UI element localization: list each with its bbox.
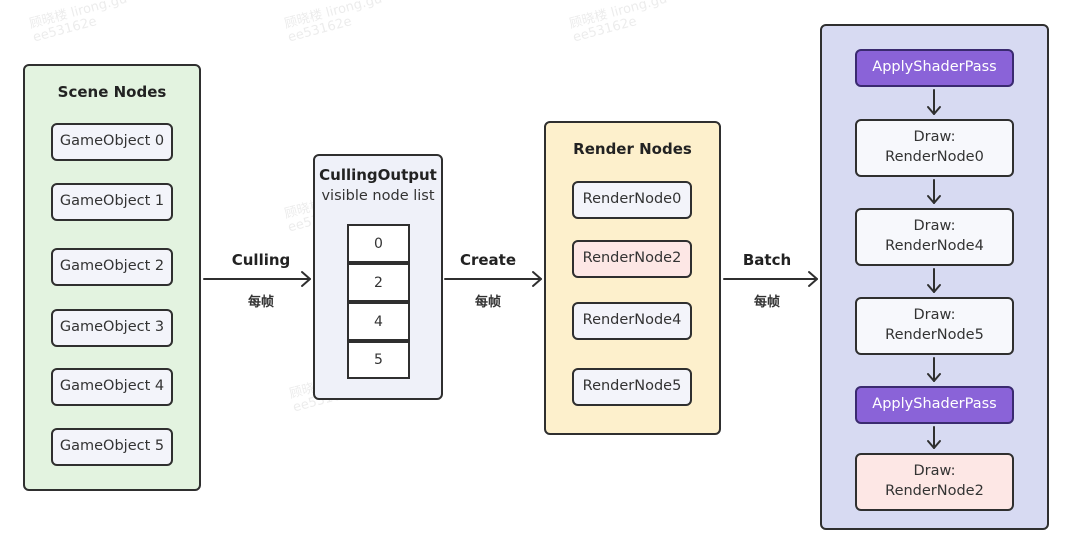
draw-label: Draw:	[913, 218, 956, 235]
draw-target: RenderNode2	[885, 483, 984, 499]
apply-shader-pass-1-node[interactable]: ApplyShaderPass	[855, 49, 1014, 87]
visible-node-cell[interactable]: 0	[347, 224, 410, 263]
visible-node-cell[interactable]: 5	[347, 341, 410, 379]
apply-shader-pass-2-node[interactable]: ApplyShaderPass	[855, 386, 1014, 424]
batch-edge-label: Batch	[742, 251, 792, 269]
gameobject-4-node[interactable]: GameObject 4	[51, 368, 173, 406]
visible-node-cell[interactable]: 2	[347, 263, 410, 302]
rendernode-4-node[interactable]: RenderNode4	[572, 302, 692, 340]
culling-edge-sub: 每帧	[247, 295, 274, 310]
draw-rendernode-5-node[interactable]: Draw: RenderNode5	[855, 297, 1014, 355]
pipeline-arrow-head	[927, 106, 941, 115]
create-edge-sub: 每帧	[474, 295, 501, 310]
rendernode-2-node[interactable]: RenderNode2	[572, 240, 692, 278]
pipeline-arrow-head	[927, 284, 941, 293]
scene-nodes-title: Scene Nodes	[57, 83, 167, 101]
draw-label: Draw:	[913, 463, 956, 480]
draw-target: RenderNode4	[885, 238, 984, 254]
draw-target: RenderNode5	[885, 327, 984, 343]
draw-rendernode-4-node[interactable]: Draw: RenderNode4	[855, 208, 1014, 266]
culling-edge-label: Culling	[231, 251, 291, 269]
culling-output-subtitle: visible node list	[321, 188, 435, 204]
batch-arrow-head	[808, 271, 818, 287]
create-arrow-head	[532, 271, 542, 287]
create-edge-label: Create	[459, 251, 517, 269]
render-nodes-title: Render Nodes	[573, 140, 692, 158]
gameobject-3-node[interactable]: GameObject 3	[51, 309, 173, 347]
pipeline-arrow-head	[927, 440, 941, 449]
gameobject-1-node[interactable]: GameObject 1	[51, 183, 173, 221]
pipeline-arrow-head	[927, 373, 941, 382]
draw-rendernode-0-node[interactable]: Draw: RenderNode0	[855, 119, 1014, 177]
draw-label: Draw:	[913, 307, 956, 324]
culling-arrow-head	[301, 271, 311, 287]
rendernode-5-node[interactable]: RenderNode5	[572, 368, 692, 406]
gameobject-5-node[interactable]: GameObject 5	[51, 428, 173, 466]
gameobject-2-node[interactable]: GameObject 2	[51, 248, 173, 286]
draw-label: Draw:	[913, 129, 956, 146]
batch-edge-sub: 每帧	[753, 295, 780, 310]
rendernode-0-node[interactable]: RenderNode0	[572, 181, 692, 219]
culling-output-title: CullingOutput	[319, 166, 437, 184]
visible-node-cell[interactable]: 4	[347, 302, 410, 341]
draw-rendernode-2-node[interactable]: Draw: RenderNode2	[855, 453, 1014, 511]
pipeline-arrow-head	[927, 195, 941, 204]
draw-target: RenderNode0	[885, 149, 984, 165]
gameobject-0-node[interactable]: GameObject 0	[51, 123, 173, 161]
